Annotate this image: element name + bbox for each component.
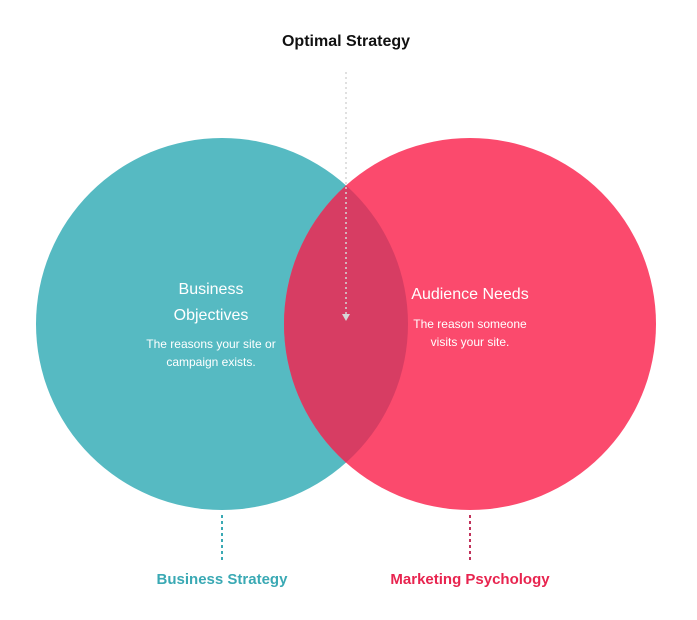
overlap-region	[284, 138, 408, 510]
marketing-psychology-label: Marketing Psychology	[390, 571, 550, 588]
optimal-strategy-title: Optimal Strategy	[282, 33, 410, 50]
right-desc-1: The reason someone	[413, 317, 527, 331]
right-desc-2: visits your site.	[431, 335, 510, 349]
left-desc-1: The reasons your site or	[146, 337, 275, 351]
arrow-down-icon	[342, 314, 350, 321]
left-heading-1: Business	[179, 281, 244, 298]
left-heading-2: Objectives	[174, 307, 249, 324]
left-desc-2: campaign exists.	[166, 355, 255, 369]
business-strategy-label: Business Strategy	[157, 571, 289, 588]
right-heading: Audience Needs	[411, 286, 528, 303]
